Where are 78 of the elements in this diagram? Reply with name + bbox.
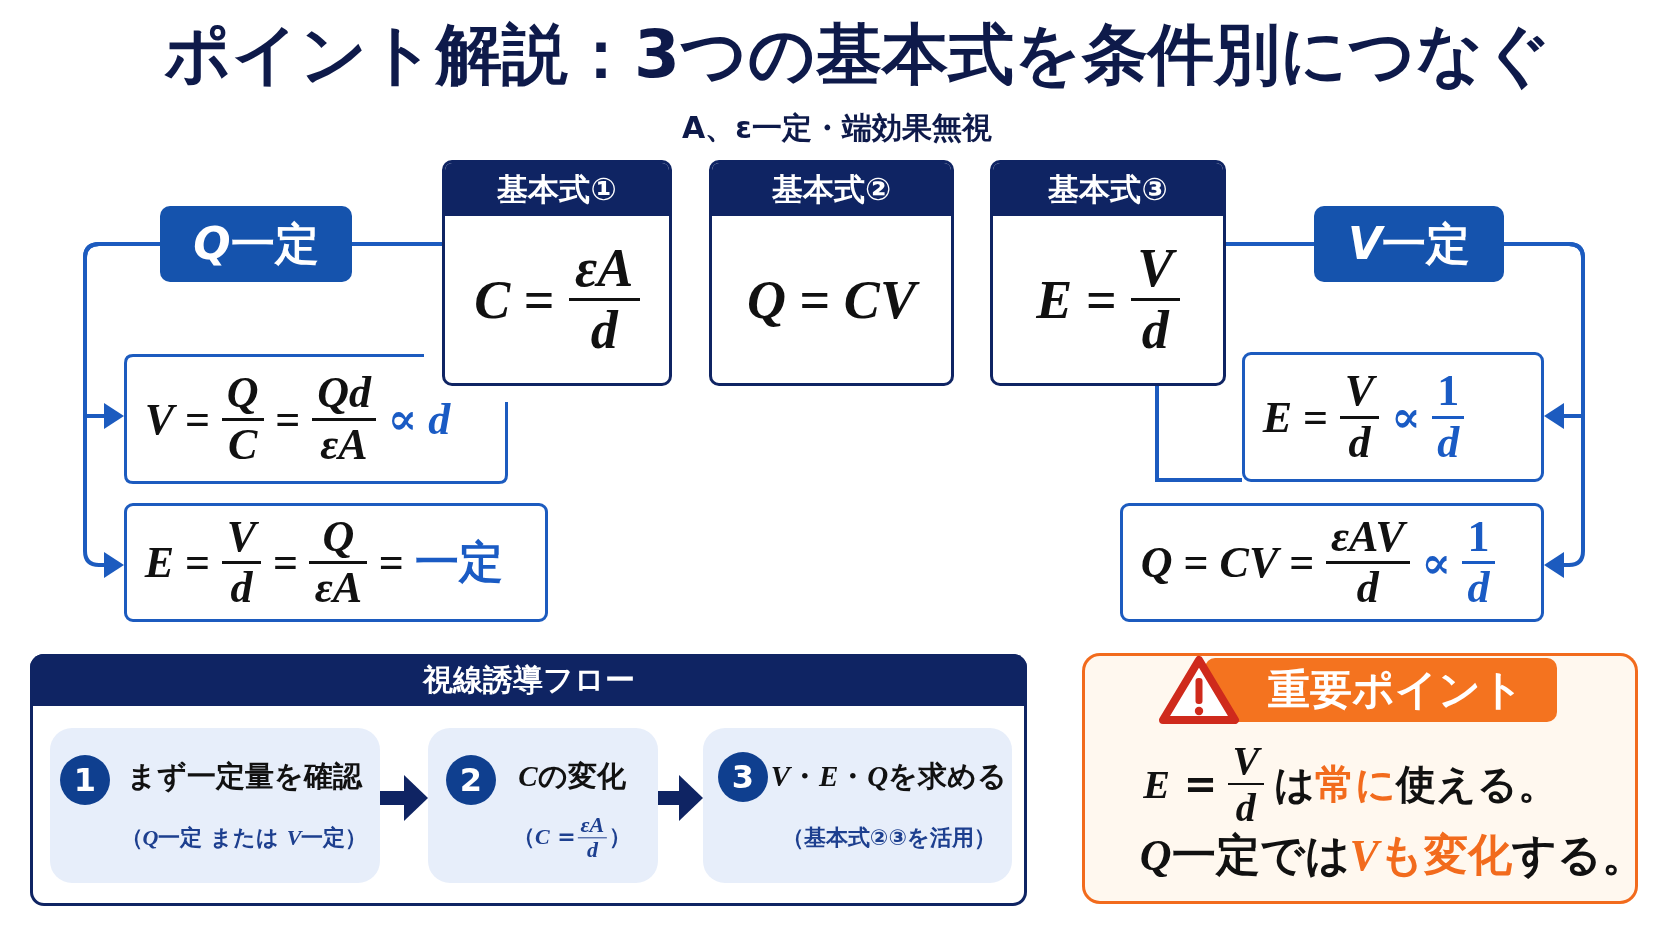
formula-card: [709, 160, 954, 386]
formula-text: C =: [474, 268, 555, 331]
step-note: （基本式②③を活用）: [781, 824, 997, 852]
formula-text: V =: [144, 393, 211, 445]
numerator: εAV: [1325, 512, 1410, 561]
connector-arrow: [83, 242, 160, 578]
denominator: C: [221, 417, 264, 469]
card-header: 基本式①: [445, 163, 669, 216]
step-title: まず一定量を確認: [126, 758, 362, 794]
formula-text: ∝ d: [387, 394, 451, 445]
card-header: 基本式②: [712, 163, 951, 216]
numerator: Q: [225, 369, 260, 418]
heading-band: 重要ポイント: [1205, 658, 1557, 722]
condition-tag: Q一定: [160, 206, 352, 282]
numerator: 1: [1466, 512, 1491, 561]
step-note: ）: [609, 824, 632, 852]
card-header: 基本式③: [993, 163, 1223, 216]
step-note: （C =: [512, 824, 576, 852]
numerator: εA: [574, 238, 635, 298]
panel-header: 視線誘導フロー: [30, 654, 1027, 706]
connector-line: [1155, 386, 1242, 482]
connector-line: [352, 242, 442, 246]
formula-text: E =: [1262, 391, 1329, 443]
numerator: Q: [321, 512, 356, 561]
flow-arrow: [658, 775, 703, 821]
formula-text: E =: [1036, 268, 1117, 331]
point-box: [1082, 653, 1638, 904]
denominator: d: [1339, 415, 1380, 467]
numerator: Qd: [316, 369, 373, 418]
formula-card: [442, 160, 672, 386]
denominator: d: [1431, 415, 1465, 467]
formula-text: =: [378, 537, 404, 588]
step-card: [703, 728, 1012, 883]
flow-arrow: [380, 775, 428, 821]
numerator: V: [1231, 738, 1263, 783]
formula-text: =: [275, 393, 301, 445]
step-title: Cの変化: [518, 758, 626, 794]
flow-panel: [30, 654, 1027, 906]
denominator: d: [1227, 783, 1264, 830]
formula-box: [1242, 352, 1544, 482]
denominator: d: [1325, 561, 1410, 613]
number-circle: 1: [60, 755, 110, 805]
formula-text: ∝: [1390, 392, 1421, 443]
formula-text: ∝: [1421, 537, 1451, 589]
step-card: [50, 728, 380, 883]
numerator: V: [1343, 367, 1378, 416]
denominator: εA: [309, 561, 368, 613]
formula-box: [124, 354, 508, 484]
denominator: d: [577, 837, 607, 863]
formula-text: 一定: [415, 535, 504, 589]
numerator: V: [1130, 238, 1180, 298]
formula-text: E =: [144, 537, 211, 588]
formula-card: [990, 160, 1226, 386]
number-circle: 2: [446, 755, 496, 805]
point-text: E =: [1143, 759, 1218, 809]
step-title: V・E・Qを求める: [770, 758, 1008, 794]
denominator: εA: [311, 417, 377, 469]
denominator: d: [1462, 561, 1495, 613]
point-text: は常に使える。: [1274, 760, 1559, 808]
condition-tag: V一定: [1314, 206, 1504, 282]
numerator: εA: [579, 813, 606, 838]
number-circle: 3: [718, 752, 768, 802]
formula-text: Q = CV =: [1140, 537, 1315, 588]
denominator: d: [568, 298, 640, 361]
denominator: d: [1130, 298, 1180, 361]
step-note: （Q一定 または V一定）: [120, 824, 368, 852]
connector-arrow: [1504, 242, 1585, 578]
formula-text: =: [272, 537, 298, 588]
title: ポイント解説：3つの基本式を条件別につなぐ: [164, 17, 1552, 93]
subtitle: A、ε一定・端効果無視: [682, 110, 992, 146]
numerator: 1: [1436, 367, 1461, 416]
step-card: [428, 728, 658, 883]
formula-box: [1120, 503, 1544, 622]
denominator: d: [221, 561, 262, 613]
connector-line: [1226, 242, 1314, 246]
point-text: Q一定ではVも変化する。: [1139, 829, 1646, 883]
formula-box: [124, 503, 548, 622]
numerator: V: [225, 512, 260, 561]
